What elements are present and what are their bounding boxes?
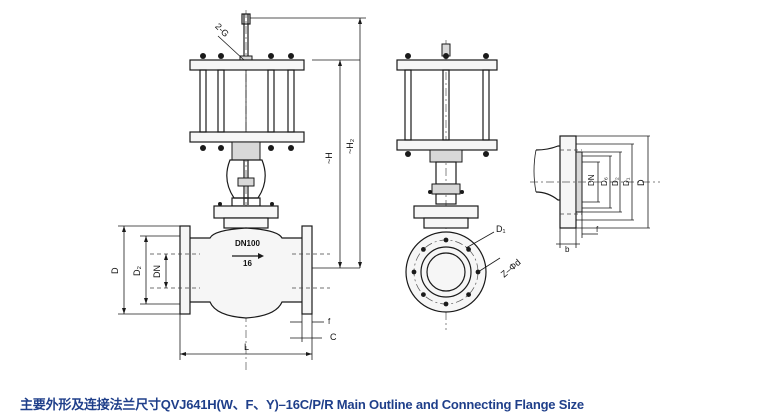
front-f-label: f [328,317,331,326]
flange-d2-label: D₂ [611,177,620,186]
side-d1-label: D₁ [496,224,506,234]
left-flange [179,225,191,315]
flange-dn-label: DN [587,174,596,186]
front-diameter-dimensions: D D₂ DN [110,225,180,315]
front-f-c-dimensions: f C [290,314,337,342]
side-tie-rods [404,69,490,141]
height-dimensions: ~H ~H₂ [250,17,366,269]
flange-face [405,231,487,313]
yoke [226,141,266,207]
bonnet-bolts [218,202,274,206]
front-c-label: C [330,332,337,342]
rod-nuts [200,53,294,151]
port-label: 2-G [213,21,231,39]
flange-b-label: b [565,245,570,254]
side-view: D₁ Z–Φd [396,40,523,330]
front-l-label: L [244,342,249,352]
front-d2-label: D₂ [132,266,142,276]
front-d-label: D [110,267,120,274]
tie-rods [199,69,295,133]
flange-detail: DN D₆ D₂ D₁ D f b [530,135,660,254]
flange-f-label: f [596,225,599,234]
front-dn-label: DN [152,265,162,278]
flange-d1-label: D₁ [622,177,631,186]
side-rod-nuts [405,53,489,157]
side-zd-label: Z–Φd [499,257,523,279]
height-h2-label: ~H₂ [345,138,355,154]
drawing-caption: 主要外形及连接法兰尺寸QVJ641H(W、F、Y)–16C/P/R Main O… [20,397,584,412]
front-length-dimension: L [179,314,313,360]
pn-marking: 16 [243,259,252,268]
front-view: DN100 16 2-G ~H ~H₂ [110,10,366,370]
right-flange [301,225,313,315]
height-h-label: ~H [324,152,334,164]
flange-d-label: D [636,179,646,186]
dn-marking: DN100 [235,239,260,248]
flange-d6-label: D₆ [600,177,609,186]
